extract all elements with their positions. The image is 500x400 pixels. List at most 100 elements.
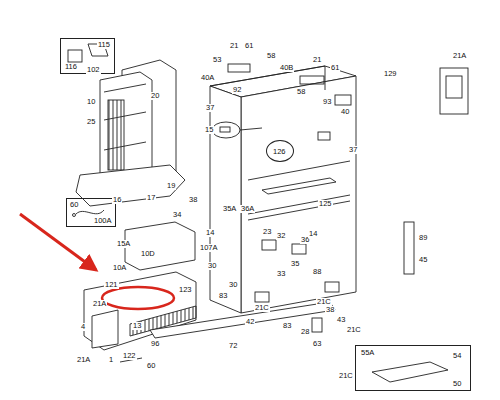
part-129 [440,68,468,114]
callout-number: 21A [76,356,91,364]
callout-number: 89 [418,234,428,242]
callout-number: 55A [360,349,375,357]
hinge-top-right [300,76,324,84]
callout-number: 21C [316,298,332,306]
duct-grille [108,100,124,170]
door-bar-72 [150,302,335,338]
callout-number: 10A [112,264,127,272]
callout-number: 83 [218,292,228,300]
duct-base [76,165,185,206]
callout-number: 21A [92,300,107,308]
callout-number: 15 [204,126,214,134]
callout-number: 115 [97,41,111,49]
callout-number: 15A [116,240,131,248]
part-89 [404,222,414,274]
callout-number: 60 [69,201,79,209]
callout-number: 17 [146,194,156,202]
callout-number: 42 [245,318,255,326]
callout-number: 58 [266,52,276,60]
callout-number: 61 [330,64,340,72]
callout-number: 32 [276,232,286,240]
inset-box: 55A5450 [355,345,471,391]
callout-number: 61 [244,42,254,50]
hinge-top-left [228,64,250,72]
left-duct-assembly [76,60,185,206]
highlight-ellipse [102,287,174,309]
callout-number: 21C [346,326,362,334]
part-15 [220,127,230,132]
callout-number: 116 [64,63,78,71]
highlight-arrow [20,214,96,270]
callout-number: 72 [228,342,238,350]
inset-box: 60 100A [66,198,116,227]
callout-number: 96 [150,340,160,348]
callout-number: 37 [205,104,215,112]
hinge-bracket [335,95,351,105]
callout-number: 20 [150,92,160,100]
callout-number: 129 [383,70,398,78]
callout-number: 36A [240,205,255,213]
callout-number: 37 [348,146,358,154]
part-129-panel [446,76,462,98]
cabinet-front [241,76,356,313]
callout-number: 83 [282,322,292,330]
inset-parts [68,44,468,382]
callout-number: 33 [276,270,286,278]
cabinet-shelf [248,161,350,220]
callout-number: 1 [108,356,114,364]
callout-number: 21 [229,42,239,50]
cable-60 [76,210,104,214]
callout-number: 125 [318,200,333,208]
callout-number: 123 [178,286,193,294]
cable-end [73,214,76,217]
callout-number: 88 [312,268,322,276]
callout-number: 126 [272,148,287,156]
callout-number: 30 [207,262,217,270]
roller-left [255,292,269,302]
callout-number: 53 [212,56,222,64]
control-housing [84,272,196,350]
callout-number: 40 [340,108,350,116]
callout-number: 45 [418,256,428,264]
callout-number: 92 [232,86,242,94]
side-cover [92,310,118,348]
callout-number: 93 [322,98,332,106]
callout-number: 13 [132,322,142,330]
cabinet [210,64,356,332]
callout-number: 107A [199,244,219,252]
bracket-37 [318,132,330,140]
callout-number: 21 [312,56,322,64]
callout-number: 19 [166,182,176,190]
callout-number: 54 [452,352,462,360]
callout-number: 21C [338,372,354,380]
callout-number: 14 [308,230,318,238]
callout-number: 60 [146,362,156,370]
roller-right [325,282,339,292]
callout-number: 63 [312,340,322,348]
callout-number: 23 [262,228,272,236]
callout-number: 21C [254,304,270,312]
callout-number: 38 [188,196,198,204]
callout-number: 35A [222,205,237,213]
callout-number: 58 [296,88,306,96]
callout-number: 100A [93,217,113,225]
cabinet-side [210,86,241,313]
callout-number: 34 [172,211,182,219]
part-55A [372,362,448,382]
cabinet-shelf-125 [262,178,336,194]
callout-number: 102 [86,66,101,74]
callout-number: 121 [104,281,119,289]
callout-number: 30 [228,281,238,289]
inset-box: 126 [266,140,294,162]
callout-number: 21A [452,52,467,60]
callout-number: 25 [86,118,96,126]
hinge-mid-left [262,240,276,250]
callout-number: 35 [290,260,300,268]
callout-number: 40B [279,64,294,72]
callout-number: 10 [86,98,96,106]
leader-line [240,128,262,130]
callout-number: 43 [336,316,346,324]
callout-number: 28 [300,328,310,336]
